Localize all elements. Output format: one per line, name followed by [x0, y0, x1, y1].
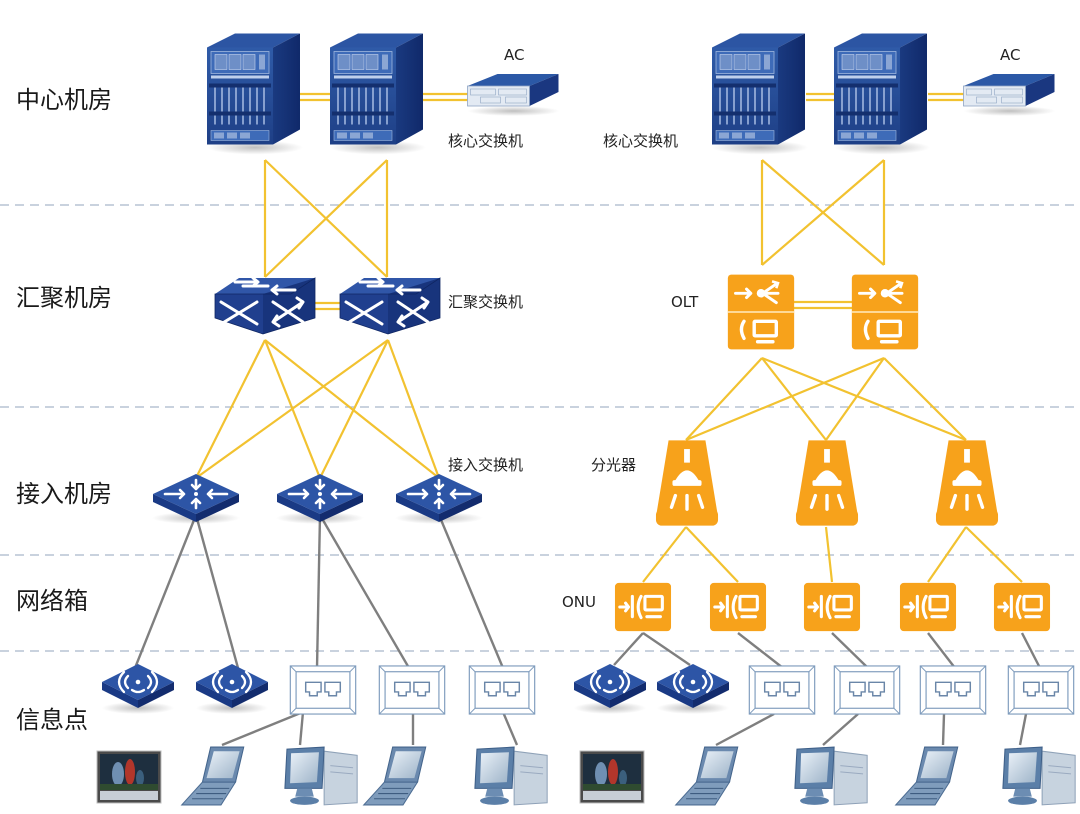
copper-link [194, 514, 240, 669]
fiber-link [642, 526, 687, 583]
network-outlet-icon [919, 665, 987, 715]
optical-splitter-icon [795, 438, 859, 528]
fiber-link [927, 526, 967, 583]
desktop-icon [794, 746, 868, 806]
splitter-label: 分光器 [591, 456, 636, 474]
copper-link [1020, 632, 1042, 669]
wireless-ap-icon [655, 662, 731, 714]
laptop-icon [181, 746, 245, 806]
onu-icon [899, 581, 957, 633]
tier-label-info-point: 信息点 [16, 706, 88, 734]
copper-link [927, 632, 956, 669]
copper-link [133, 514, 198, 669]
chassis-switch-icon [711, 32, 809, 156]
wireless-ap-icon [572, 662, 648, 714]
copper-link [831, 632, 869, 669]
fiber-link [965, 526, 1023, 583]
fiber-link [319, 339, 389, 479]
workgroup-switch-icon [394, 472, 484, 524]
tier-label-aggregation: 汇聚机房 [16, 284, 112, 312]
chassis-switch-icon [329, 32, 427, 156]
chassis-switch-icon [833, 32, 931, 156]
onu-icon [614, 581, 672, 633]
desktop-icon [474, 746, 548, 806]
copper-link [501, 711, 519, 746]
right-core-switch-label: 核心交换机 [603, 132, 678, 150]
workgroup-switch-icon [275, 472, 365, 524]
right-ac-label: AC [1000, 46, 1020, 64]
fiber-link [883, 357, 967, 441]
fiber-link [685, 356, 885, 442]
network-outlet-icon [289, 665, 357, 715]
onu-label: ONU [562, 593, 596, 611]
laptop-icon [675, 746, 739, 806]
optical-splitter-icon [935, 438, 999, 528]
desktop-icon [1002, 746, 1076, 806]
wireless-ap-icon [194, 662, 270, 714]
onu-icon [993, 581, 1051, 633]
tv-icon [579, 750, 645, 804]
fiber-link [386, 339, 441, 479]
copper-link [298, 711, 305, 746]
fiber-link [761, 159, 885, 266]
fiber-link [195, 339, 389, 479]
left-access-switch-label: 接入交换机 [448, 456, 523, 474]
workgroup-switch-icon [151, 472, 241, 524]
network-outlet-icon [748, 665, 816, 715]
left-device-labels: AC 核心交换机 汇聚交换机 接入交换机 [448, 46, 524, 474]
layer3-switch-icon [338, 276, 442, 336]
right-device-labels: AC 核心交换机 OLT 分光器 ONU [562, 46, 1020, 611]
laptop-icon [363, 746, 427, 806]
network-outlet-icon [1007, 665, 1075, 715]
fiber-link [195, 339, 266, 479]
copper-link [437, 514, 505, 669]
tier-label-access: 接入机房 [16, 480, 112, 508]
links-layer [133, 92, 1042, 747]
copper-link [613, 632, 644, 666]
onu-icon [803, 581, 861, 633]
fiber-link [264, 159, 388, 278]
laptop-icon [895, 746, 959, 806]
devices-layer [96, 32, 1076, 806]
olt-icon [852, 275, 918, 350]
tv-icon [96, 750, 162, 804]
onu-icon [709, 581, 767, 633]
copper-link [642, 632, 691, 666]
network-outlet-icon [468, 665, 536, 715]
copper-link [318, 514, 411, 669]
tier-label-center: 中心机房 [16, 86, 112, 114]
access-controller-icon [963, 73, 1056, 116]
tier-labels: 中心机房 汇聚机房 接入机房 网络箱 信息点 [16, 86, 112, 734]
access-controller-icon [467, 73, 560, 116]
olt-icon [728, 275, 794, 350]
copper-link [941, 713, 946, 746]
desktop-icon [284, 746, 358, 806]
fiber-link [761, 356, 967, 442]
fiber-link [761, 357, 827, 441]
network-outlet-icon [378, 665, 446, 715]
olt-label: OLT [671, 293, 699, 311]
fiber-link [264, 339, 440, 479]
left-aggregation-switch-label: 汇聚交换机 [448, 293, 523, 311]
network-outlet-icon [833, 665, 901, 715]
fiber-link [685, 526, 739, 583]
copper-link [822, 713, 859, 746]
chassis-switch-icon [206, 32, 304, 156]
copper-link [221, 710, 304, 747]
layer3-switch-icon [213, 276, 317, 336]
fiber-link [825, 357, 885, 441]
copper-link [737, 632, 784, 669]
left-core-switch-label: 核心交换机 [448, 132, 523, 150]
optical-splitter-icon [655, 438, 719, 528]
copper-link [715, 712, 775, 747]
fiber-link [685, 357, 763, 441]
fiber-link [824, 526, 834, 583]
tier-label-network-box: 网络箱 [16, 587, 88, 615]
copper-link [315, 514, 322, 669]
left-ac-label: AC [504, 46, 524, 64]
copper-link [1018, 713, 1028, 746]
wireless-ap-icon [100, 662, 176, 714]
